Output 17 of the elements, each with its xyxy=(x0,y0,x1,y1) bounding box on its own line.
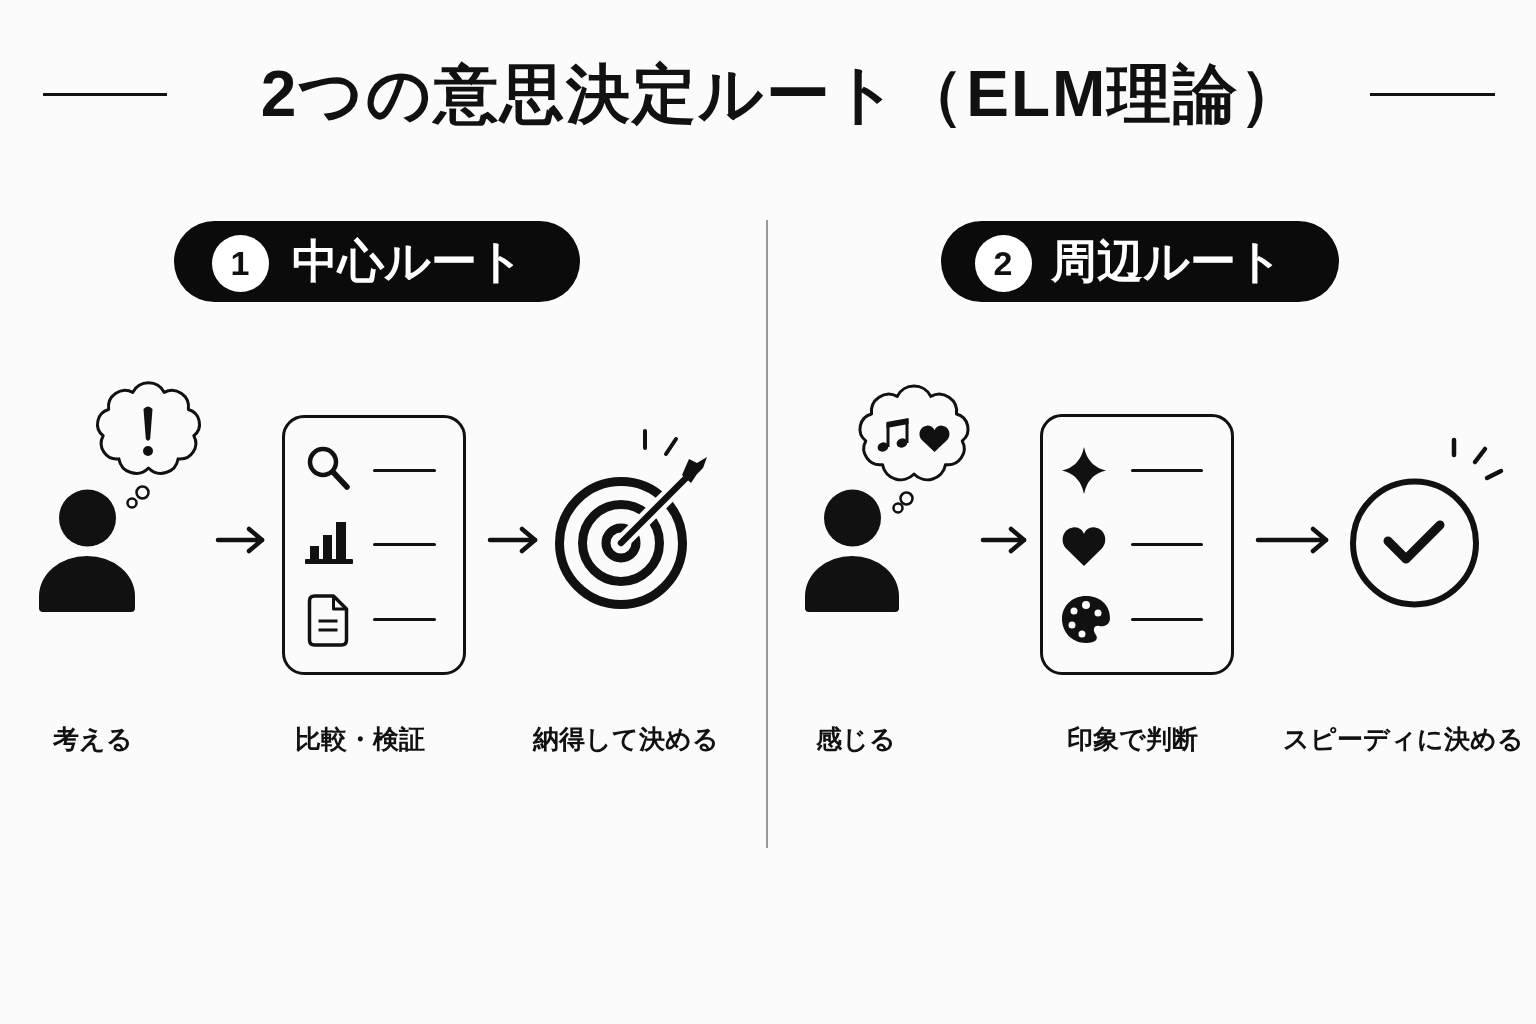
arrow xyxy=(487,526,538,554)
step-caption: 比較・検証 xyxy=(295,724,425,756)
title: 2つの意思決定ルート（ELM理論） xyxy=(260,62,1306,126)
arrow xyxy=(215,526,265,554)
step-caption: 印象で判断 xyxy=(1066,724,1198,756)
route-heading: 周辺ルート xyxy=(1051,233,1283,289)
step-caption: 考える xyxy=(53,724,133,756)
arrow xyxy=(980,526,1027,554)
number-badge: 1 xyxy=(211,234,269,292)
list-card xyxy=(1040,414,1234,675)
number-badge: 2 xyxy=(974,234,1032,292)
arrow xyxy=(1255,526,1329,554)
list-card xyxy=(282,415,466,675)
step-caption: スピーディに決める xyxy=(1282,724,1524,756)
step-caption: 納得して決める xyxy=(533,724,719,756)
route-heading: 中心ルート xyxy=(292,233,524,289)
step-caption: 感じる xyxy=(816,724,896,756)
